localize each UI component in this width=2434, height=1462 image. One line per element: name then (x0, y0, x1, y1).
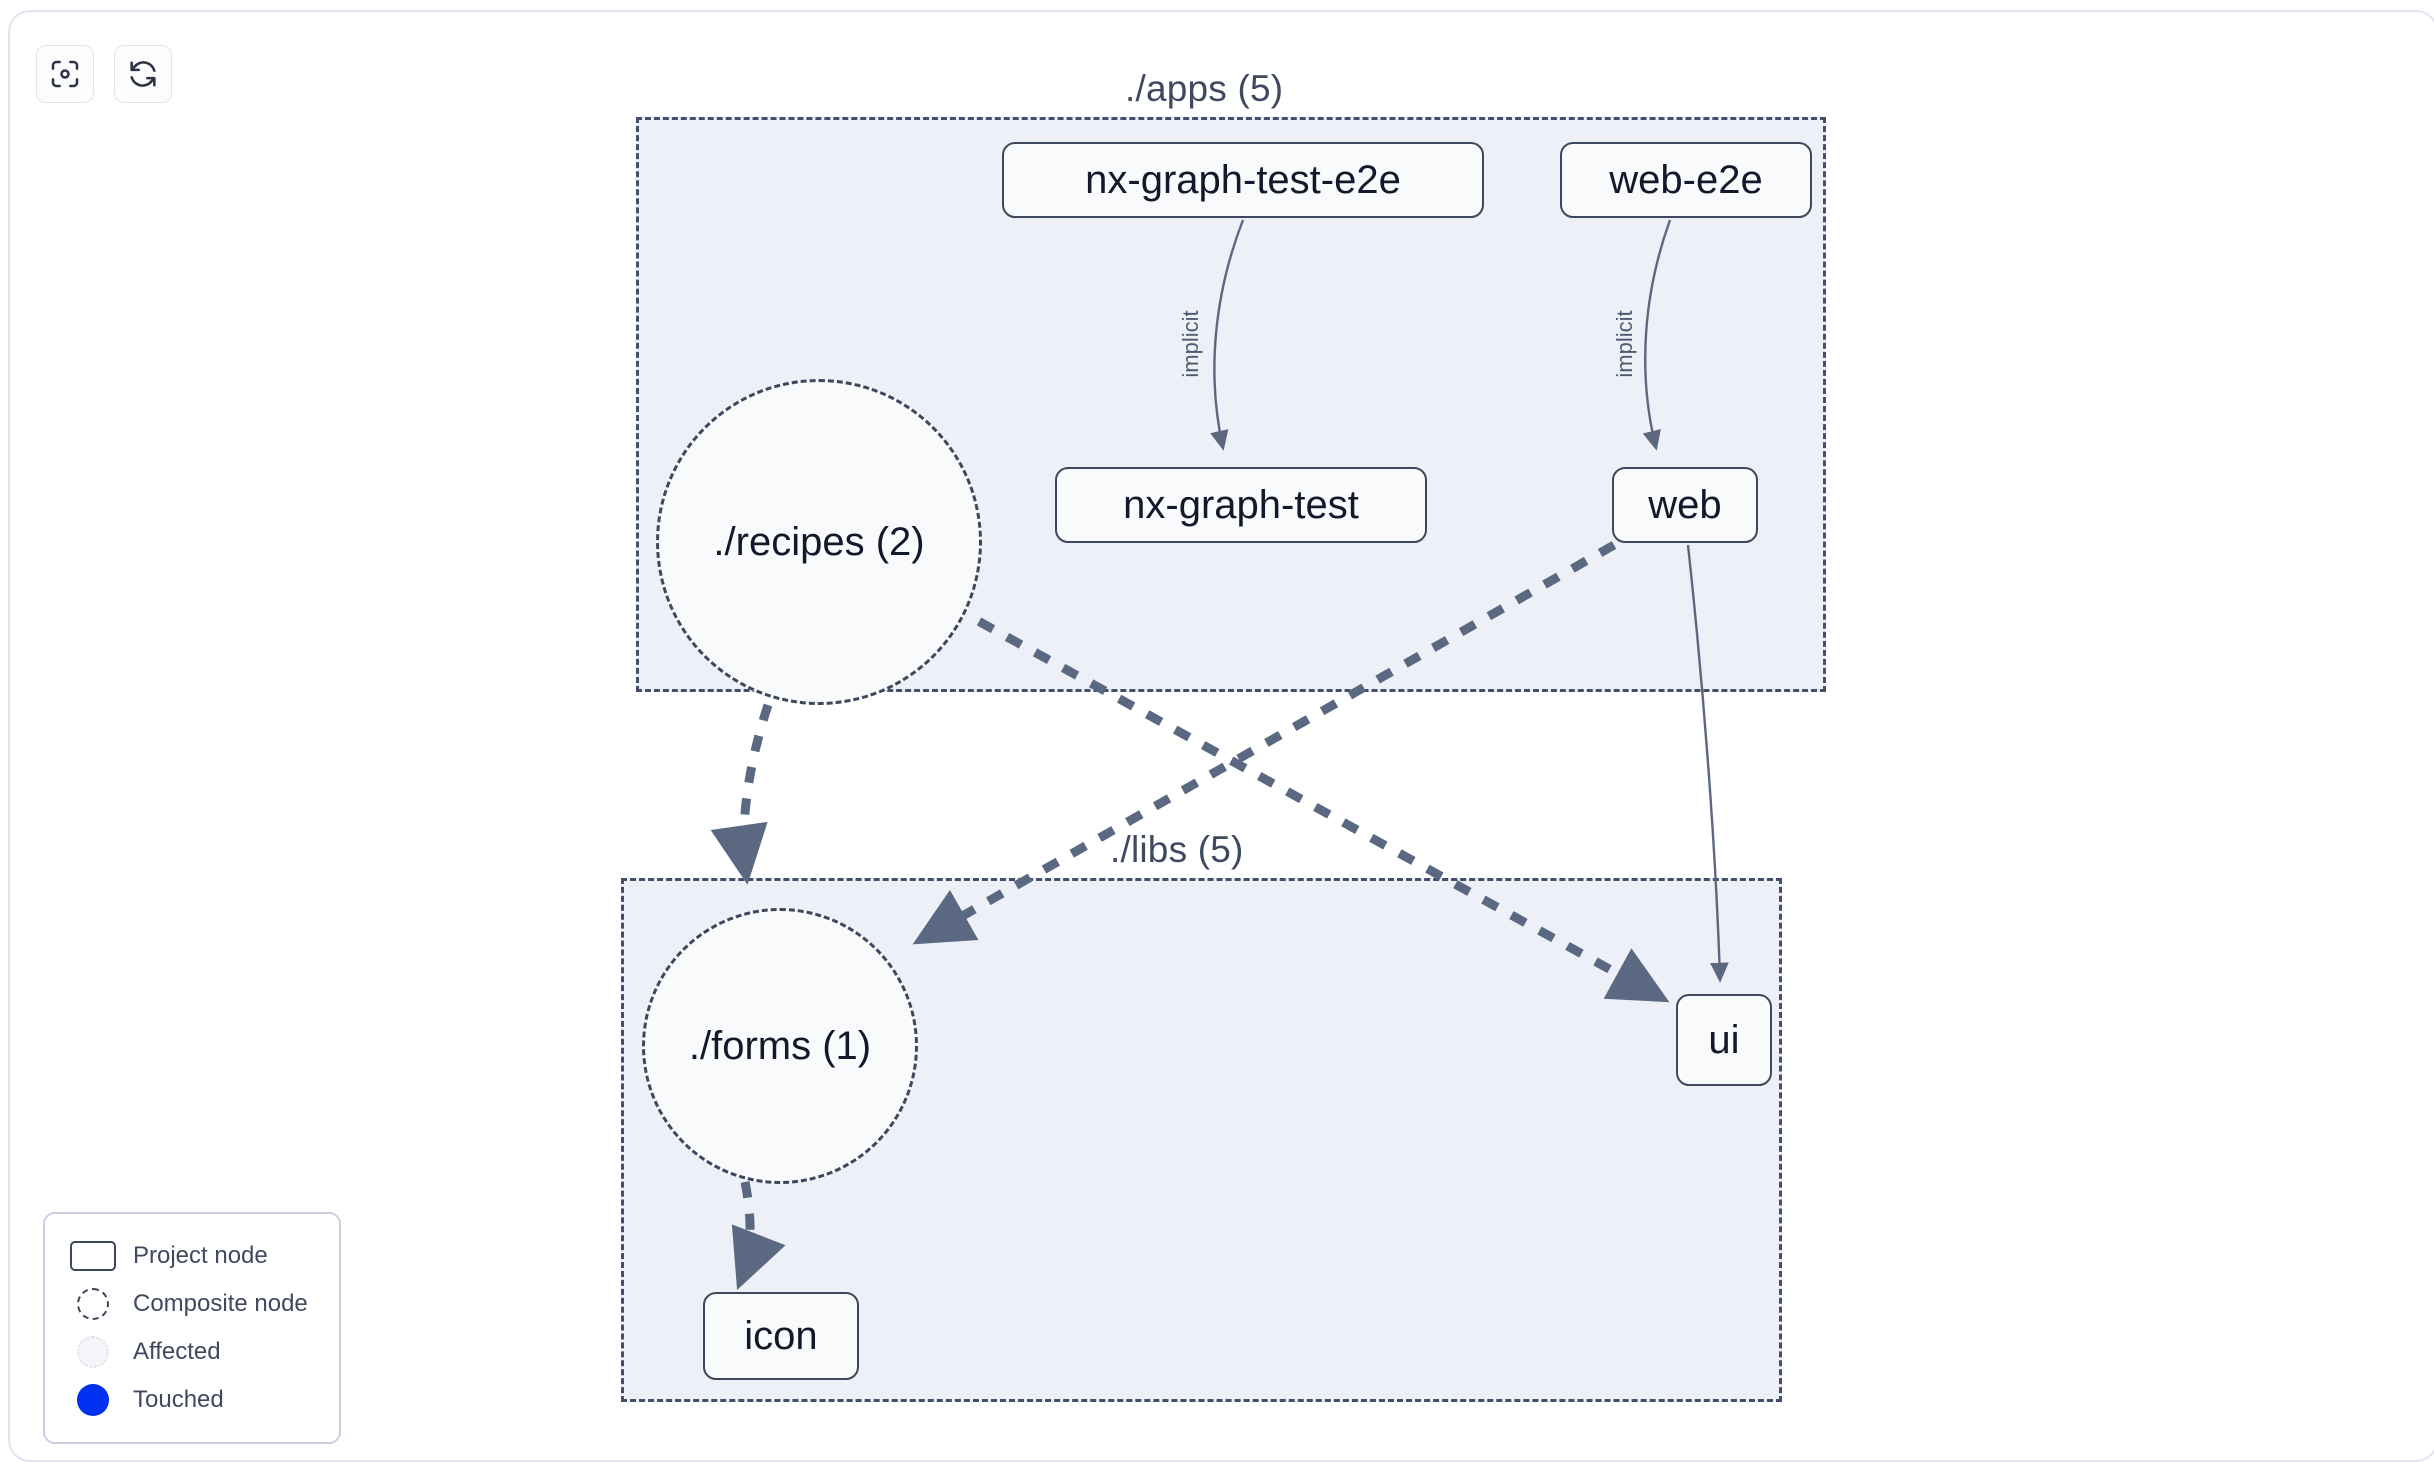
node-web[interactable]: web (1612, 467, 1758, 543)
project-node-icon (67, 1241, 119, 1271)
legend-item-label: Affected (133, 1338, 221, 1365)
node-icon[interactable]: icon (703, 1292, 859, 1380)
group-label-libs: ./libs (5) (1110, 829, 1244, 870)
graph-panel: ./apps (5) ./libs (5) implicit (8, 10, 2434, 1462)
legend-item-affected: Affected (67, 1328, 319, 1376)
legend-item-label: Composite node (133, 1290, 308, 1317)
composite-node-icon (67, 1288, 119, 1320)
edge-recipes-to-forms[interactable] (710, 703, 773, 885)
legend-item-label: Touched (133, 1386, 224, 1413)
node-web-e2e[interactable]: web-e2e (1560, 142, 1812, 218)
node-ui[interactable]: ui (1676, 994, 1772, 1086)
focus-graph-button[interactable] (36, 45, 94, 103)
legend-item-project-node: Project node (67, 1232, 319, 1280)
refresh-graph-button[interactable] (114, 45, 172, 103)
legend-item-label: Project node (133, 1242, 268, 1269)
node-label: web-e2e (1609, 157, 1763, 202)
node-label: icon (744, 1313, 818, 1358)
node-nx-graph-test[interactable]: nx-graph-test (1055, 467, 1427, 543)
node-label: nx-graph-test (1123, 482, 1359, 527)
node-label: nx-graph-test-e2e (1085, 157, 1401, 202)
node-label: web (1648, 482, 1722, 527)
affected-node-icon (67, 1336, 119, 1368)
legend-item-touched: Touched (67, 1376, 319, 1424)
group-label-apps: ./apps (5) (1125, 68, 1284, 109)
refresh-icon (127, 58, 159, 90)
graph-legend: Project node Composite node Affected Tou… (43, 1212, 341, 1444)
node-forms[interactable]: ./forms (1) (642, 908, 918, 1184)
focus-target-icon (49, 58, 81, 90)
legend-item-composite-node: Composite node (67, 1280, 319, 1328)
node-nx-graph-test-e2e[interactable]: nx-graph-test-e2e (1002, 142, 1484, 218)
node-label: ui (1708, 1017, 1740, 1062)
node-label: ./forms (1) (688, 1023, 872, 1068)
graph-toolbar (36, 45, 172, 103)
touched-node-icon (67, 1384, 119, 1416)
node-recipes[interactable]: ./recipes (2) (656, 379, 982, 705)
graph-canvas[interactable]: ./apps (5) ./libs (5) implicit (10, 12, 2434, 1454)
node-label: ./recipes (2) (713, 519, 925, 564)
